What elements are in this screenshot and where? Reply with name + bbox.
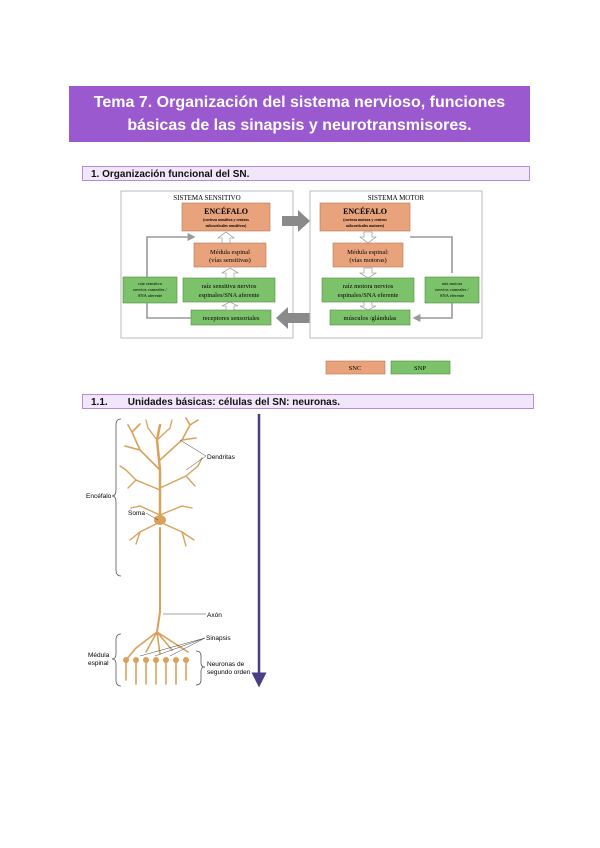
motor-spinal-line2: (vías motoras) <box>349 257 386 264</box>
sensory-encephalon-sub2: subcorticales sensitivos) <box>206 223 247 228</box>
motor-loop-path <box>410 236 453 318</box>
motor-encephalon-sub1: (corteza motora y centros <box>343 217 387 222</box>
motor-effectors-label: músculos /glándulas <box>344 315 397 322</box>
legend-snp-swatch <box>390 360 451 375</box>
motor-system-label: SISTEMA MOTOR <box>368 194 425 202</box>
motor-root-line2: espinales/SNA eferente <box>338 292 399 299</box>
sensory-spinal-line1: Médula espinal <box>210 249 250 256</box>
motor-root-line1: raíz motora nervios <box>343 283 394 290</box>
sensory-root-line1: raíz sensitiva nervios <box>202 283 257 290</box>
section-1-1-title: Unidades básicas: células del SN: neuron… <box>127 397 341 408</box>
sensory-arrow-root-spinal <box>220 267 240 279</box>
motor-spinal-box <box>332 242 404 268</box>
sensory-arrow-spinal-encephalon <box>217 231 235 244</box>
motor-root-box <box>321 277 415 303</box>
sensory-spinal-box <box>193 242 267 268</box>
sensory-system-label: SISTEMA SENSITIVO <box>173 194 240 202</box>
title-banner: Tema 7. Organización del sistema nervios… <box>69 86 530 142</box>
sensory-cranial-line1: raíz sensitiva <box>138 281 162 286</box>
motor-arrow-spinal-root <box>358 267 378 279</box>
title-line-1: Tema 7. Organización del sistema nervios… <box>93 94 506 111</box>
sensory-encephalon-sub1: (corteza sensitiva y centros <box>203 217 249 222</box>
motor-arrow-encephalon-spinal <box>359 231 377 244</box>
legend-snp-label: SNP <box>414 365 426 372</box>
legend-snc-swatch <box>325 360 386 375</box>
sensory-encephalon-title: ENCÉFALO <box>204 206 248 216</box>
sensory-cranial-box <box>122 276 178 304</box>
motor-cranial-line1: raíz motora <box>442 281 463 286</box>
motor-encephalon-title: ENCÉFALO <box>343 206 387 216</box>
section-1-heading: 1. Organización funcional del SN. <box>82 166 530 181</box>
sensory-loop-path <box>146 237 194 319</box>
sensory-cranial-line2: nervios craneales / <box>133 287 167 292</box>
title-line-2: básicas de las sinapsis y neurotransmiso… <box>127 117 472 134</box>
motor-cranial-box <box>424 276 480 304</box>
sensory-encephalon-box <box>181 202 271 232</box>
section-1-1-number: 1.1. <box>91 397 108 408</box>
motor-cranial-line3: SNA eferente <box>440 293 464 298</box>
motor-encephalon-sub2: subcorticales motores) <box>346 223 385 228</box>
sensory-arrow-receptors-root <box>221 301 239 311</box>
sensory-cranial-line3: SNA aferente <box>138 293 162 298</box>
sensory-receptors-label: receptores sensoriales <box>203 315 260 322</box>
sensory-root-line2: espinales/SNA aferente <box>199 292 260 299</box>
sensory-spinal-line2: (vías sensitivas) <box>209 257 251 264</box>
motor-to-sensory-arrow <box>276 307 320 329</box>
motor-cranial-line2: nervios craneales / <box>435 287 469 292</box>
legend-snc-label: SNC <box>349 365 362 372</box>
motor-arrow-root-effectors <box>359 301 377 311</box>
motor-spinal-line1: Médula espinal: <box>347 249 389 256</box>
sensory-root-box <box>182 277 276 303</box>
motor-encephalon-box <box>319 202 411 232</box>
section-1-1-heading: 1.1. Unidades básicas: células del SN: n… <box>82 394 534 409</box>
sensory-to-motor-arrow <box>282 210 310 232</box>
